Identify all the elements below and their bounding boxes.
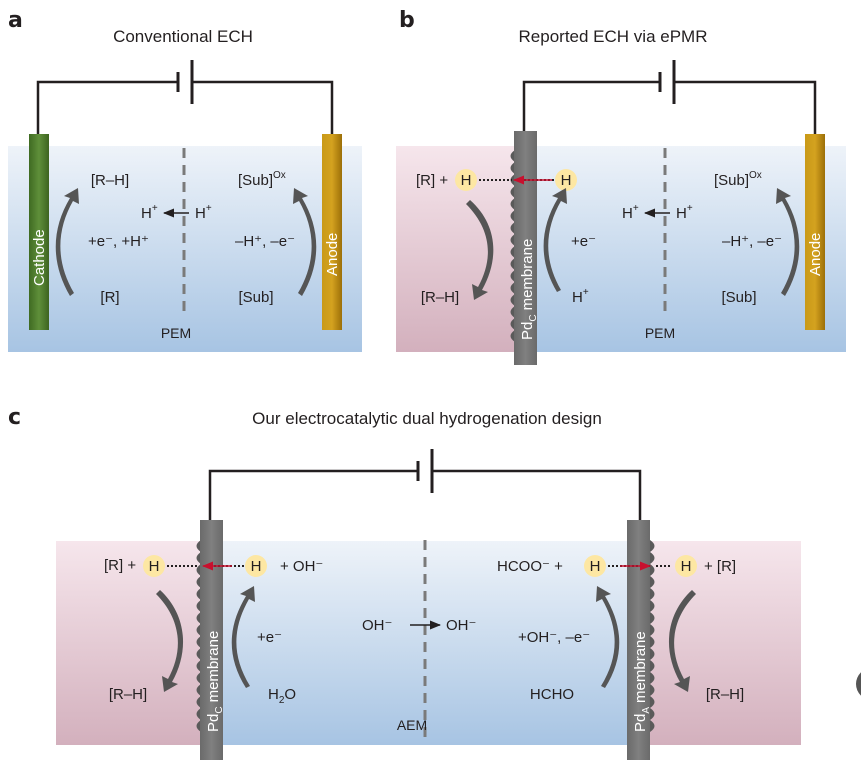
r-plus-label-c: [R] + bbox=[104, 557, 136, 574]
hplus-left-a: H+ bbox=[141, 203, 158, 222]
plus-r-label-c: + [R] bbox=[704, 558, 736, 575]
panel-a-wire-right bbox=[192, 80, 334, 136]
subox-label-a: [Sub]Ox bbox=[238, 170, 286, 189]
panel-b-wire-left bbox=[522, 80, 660, 131]
panel-c-wire-left bbox=[208, 469, 418, 522]
hplus-right-a: H+ bbox=[195, 203, 212, 222]
rh-label-b: [R–H] bbox=[421, 289, 459, 306]
anode-label-a: Anode bbox=[324, 233, 341, 276]
h-atom-right-outer-c bbox=[675, 555, 697, 577]
h-atom-left-inner-label-c: H bbox=[251, 558, 262, 575]
panel-c-pink-right bbox=[650, 541, 801, 745]
pd-cathode-membrane-c: PdCmembrane bbox=[196, 520, 225, 760]
pd-membrane-label-b: PdCmembrane bbox=[519, 239, 539, 340]
rh-left-label-c: [R–H] bbox=[109, 686, 147, 703]
oh-right-mid-label-c: OH⁻ bbox=[446, 617, 476, 634]
h-atom-right-label-b: H bbox=[561, 172, 572, 189]
panel-b-letter: b bbox=[399, 8, 415, 33]
oxidation-label-a: –H⁺, –e⁻ bbox=[235, 233, 295, 250]
anode-electrode-b: Anode bbox=[805, 134, 825, 330]
oxidation-curve-arrow-b bbox=[776, 188, 800, 296]
hplus-right-b: H+ bbox=[676, 203, 693, 222]
h-atom-right-inner-c bbox=[584, 555, 606, 577]
panel-c: c Our electrocatalytic dual hydrogenatio… bbox=[8, 405, 801, 760]
h-atom-left-b bbox=[455, 169, 477, 191]
pd-anode-membrane-c: PdAmembrane bbox=[627, 520, 655, 760]
rh-right-label-c: [R–H] bbox=[706, 686, 744, 703]
reduction-curve-arrow-b bbox=[543, 188, 567, 292]
panel-c-wire-right bbox=[432, 469, 642, 522]
anode-label-b: Anode bbox=[807, 233, 824, 276]
panel-c-letter: c bbox=[8, 405, 21, 430]
oh-right-label-c: + OH⁻ bbox=[280, 558, 323, 575]
reduction-curve-arrow-c bbox=[231, 586, 255, 688]
r-plus-label-b: [R] + bbox=[416, 172, 448, 189]
h-atom-left-inner-c bbox=[245, 555, 267, 577]
reduction-label-c: +e⁻ bbox=[257, 629, 282, 646]
oxidation-label-b: –H⁺, –e⁻ bbox=[722, 233, 782, 250]
aem-label-c: AEM bbox=[397, 717, 427, 733]
reduction-curve-arrow-a bbox=[55, 188, 79, 296]
sub-label-a: [Sub] bbox=[238, 289, 273, 306]
h-atom-right-b bbox=[555, 169, 577, 191]
panel-b-electrolyte bbox=[535, 146, 846, 352]
panel-c-pink-left bbox=[56, 541, 202, 745]
oxidation-curve-arrow-a bbox=[293, 188, 317, 296]
panel-a-letter: a bbox=[8, 8, 23, 33]
reduction-label-b: +e⁻ bbox=[571, 233, 596, 250]
panel-a-wire-left bbox=[36, 80, 178, 136]
sub-label-b: [Sub] bbox=[721, 289, 756, 306]
pd-cathode-membrane-b: PdCmembrane bbox=[510, 131, 539, 365]
hplus-bottom-b: H+ bbox=[572, 287, 589, 306]
h2o-label-c: H2O bbox=[268, 686, 296, 706]
cathode-electrode: Cathode bbox=[29, 134, 49, 330]
oxidation-curve-arrow-c bbox=[596, 586, 620, 688]
panel-b-wire-right bbox=[674, 80, 817, 136]
pd-cathode-label-c: PdCmembrane bbox=[205, 631, 225, 732]
panel-c-title: Our electrocatalytic dual hydrogenation … bbox=[252, 409, 602, 428]
h-atom-right-outer-label-c: H bbox=[681, 558, 692, 575]
panel-b: b Reported ECH via ePMR PdCmembrane Anod… bbox=[396, 8, 846, 365]
h-atom-left-label-b: H bbox=[461, 172, 472, 189]
cathode-label: Cathode bbox=[31, 229, 48, 286]
h-atom-right-inner-label-c: H bbox=[590, 558, 601, 575]
hydrogenation-curve-arrow-c-right bbox=[668, 590, 696, 692]
edge-partial-shape bbox=[856, 672, 861, 696]
reduction-label-a: +e⁻, +H⁺ bbox=[88, 233, 149, 250]
subox-label-b: [Sub]Ox bbox=[714, 170, 762, 189]
pd-anode-label-c: PdAmembrane bbox=[632, 631, 652, 732]
oh-left-label-c: OH⁻ bbox=[362, 617, 392, 634]
h-atom-left-outer-c bbox=[143, 555, 165, 577]
hcoo-label-c: HCOO⁻ + bbox=[497, 558, 563, 575]
rh-label-a: [R–H] bbox=[91, 172, 129, 189]
oxidation-label-c: +OH⁻, –e⁻ bbox=[518, 629, 590, 646]
anode-electrode-a: Anode bbox=[322, 134, 342, 330]
panel-a-electrolyte bbox=[8, 146, 362, 352]
hydrogenation-curve-arrow-c-left bbox=[156, 590, 184, 692]
pem-label-b: PEM bbox=[645, 325, 675, 341]
r-label-a: [R] bbox=[100, 289, 119, 306]
h-atom-left-outer-label-c: H bbox=[149, 558, 160, 575]
panel-a-title: Conventional ECH bbox=[113, 27, 253, 46]
hcho-label-c: HCHO bbox=[530, 686, 574, 703]
panel-a: a Conventional ECH Cathode Anode PEM [R–… bbox=[8, 8, 362, 352]
panel-b-title: Reported ECH via ePMR bbox=[519, 27, 708, 46]
hplus-left-b: H+ bbox=[622, 203, 639, 222]
hydrogenation-curve-arrow-b bbox=[466, 200, 494, 300]
pem-label-a: PEM bbox=[161, 325, 191, 341]
